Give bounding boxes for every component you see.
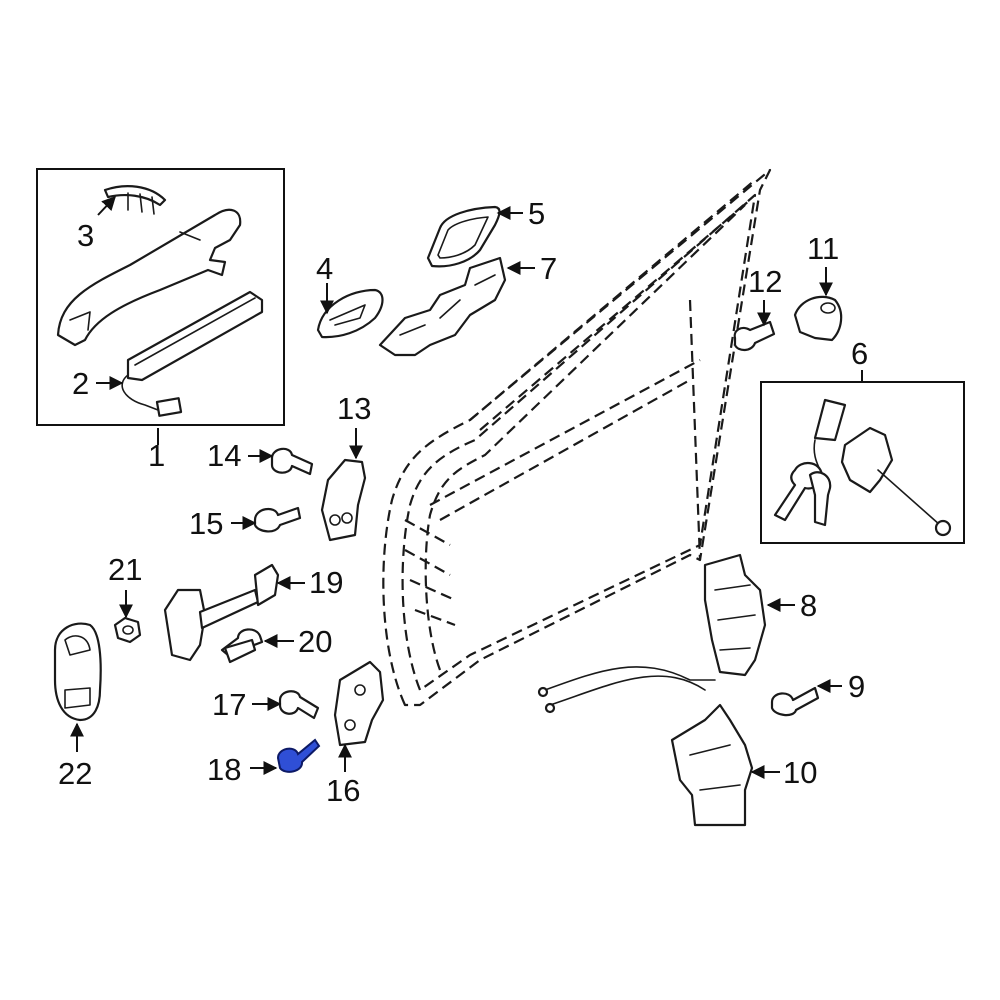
callout-14: 14 — [207, 438, 241, 473]
screw-part-12 — [733, 320, 776, 352]
callout-16: 16 — [326, 773, 360, 808]
callout-8: 8 — [800, 588, 817, 623]
callout-1: 1 — [148, 438, 165, 473]
gasket-part-5 — [426, 205, 501, 268]
callout-19: 19 — [309, 565, 343, 600]
callout-11: 11 — [807, 231, 839, 266]
callout-21: 21 — [108, 552, 142, 587]
actuator-part-10 — [670, 703, 754, 827]
callout-9: 9 — [848, 669, 865, 704]
bezel-part-11 — [793, 295, 843, 342]
handle-bracket-part-7 — [378, 256, 507, 357]
outer-handle — [56, 208, 242, 347]
callout-18: 18 — [207, 752, 241, 787]
callout-4: 4 — [316, 251, 333, 286]
door-check-part-19 — [163, 563, 280, 662]
callout-17: 17 — [212, 687, 246, 722]
bolt-part-14 — [270, 447, 314, 476]
bolt-part-15 — [253, 506, 302, 533]
callout-10: 10 — [783, 755, 817, 790]
handle-cap-part-3 — [103, 185, 167, 215]
bolt-part-20 — [220, 628, 264, 664]
callout-2: 2 — [72, 366, 89, 401]
callout-20: 20 — [298, 624, 332, 659]
lock-cylinder-keys — [773, 398, 952, 537]
nut-part-21 — [113, 616, 142, 644]
callout-3: 3 — [77, 218, 94, 253]
sensor-harness-part-2 — [121, 290, 264, 417]
bolt-part-18-highlighted — [276, 738, 321, 773]
latch-part-8 — [703, 553, 767, 677]
bolt-part-17 — [278, 690, 320, 720]
bolt-part-9 — [770, 686, 820, 717]
callout-labels: 1 2 3 4 5 6 7 8 9 10 11 12 13 14 15 16 1… — [58, 196, 868, 808]
handle-cover-part-4 — [316, 288, 384, 339]
door-frame-outline — [382, 168, 772, 707]
callout-12: 12 — [748, 264, 782, 299]
upper-hinge-part-13 — [320, 458, 367, 542]
handle-assembly-box — [36, 168, 285, 426]
leader-lines — [70, 195, 863, 779]
callout-13: 13 — [337, 391, 371, 426]
handle-cap-part-22 — [53, 622, 102, 722]
callout-7: 7 — [540, 251, 557, 286]
callout-15: 15 — [189, 506, 223, 541]
callout-6: 6 — [851, 336, 868, 371]
latch-cables — [537, 666, 716, 714]
lower-hinge-part-16 — [333, 660, 385, 747]
callout-5: 5 — [528, 196, 545, 231]
callout-22: 22 — [58, 756, 92, 791]
